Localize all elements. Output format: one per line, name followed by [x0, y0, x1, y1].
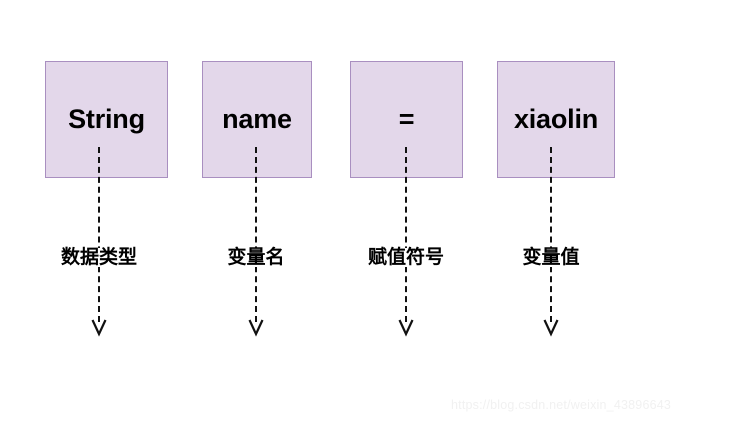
token-label-value: xiaolin — [513, 104, 599, 134]
token-box-operator[interactable]: = — [350, 61, 463, 178]
dashed-connector-value — [550, 147, 552, 322]
arrow-head-value — [541, 318, 561, 343]
watermark-text: https://blog.csdn.net/weixin_43896643 — [451, 398, 672, 412]
token-label-type: String — [68, 104, 145, 134]
arrow-head-type — [89, 318, 109, 343]
dashed-connector-operator — [405, 147, 407, 322]
token-box-name[interactable]: name — [202, 61, 312, 178]
token-box-type[interactable]: String — [45, 61, 168, 178]
token-caption-name: 变量名 — [224, 248, 288, 267]
arrow-head-operator — [396, 318, 416, 343]
dashed-connector-type — [98, 147, 100, 322]
arrow-head-name — [246, 318, 266, 343]
dashed-connector-name — [255, 147, 257, 322]
token-box-value[interactable]: xiaolin — [497, 61, 615, 178]
token-label-operator: = — [398, 104, 415, 134]
token-caption-type: 数据类型 — [57, 248, 141, 267]
token-caption-operator: 赋值符号 — [364, 248, 448, 267]
token-label-name: name — [222, 104, 292, 134]
token-caption-value: 变量值 — [519, 248, 583, 267]
